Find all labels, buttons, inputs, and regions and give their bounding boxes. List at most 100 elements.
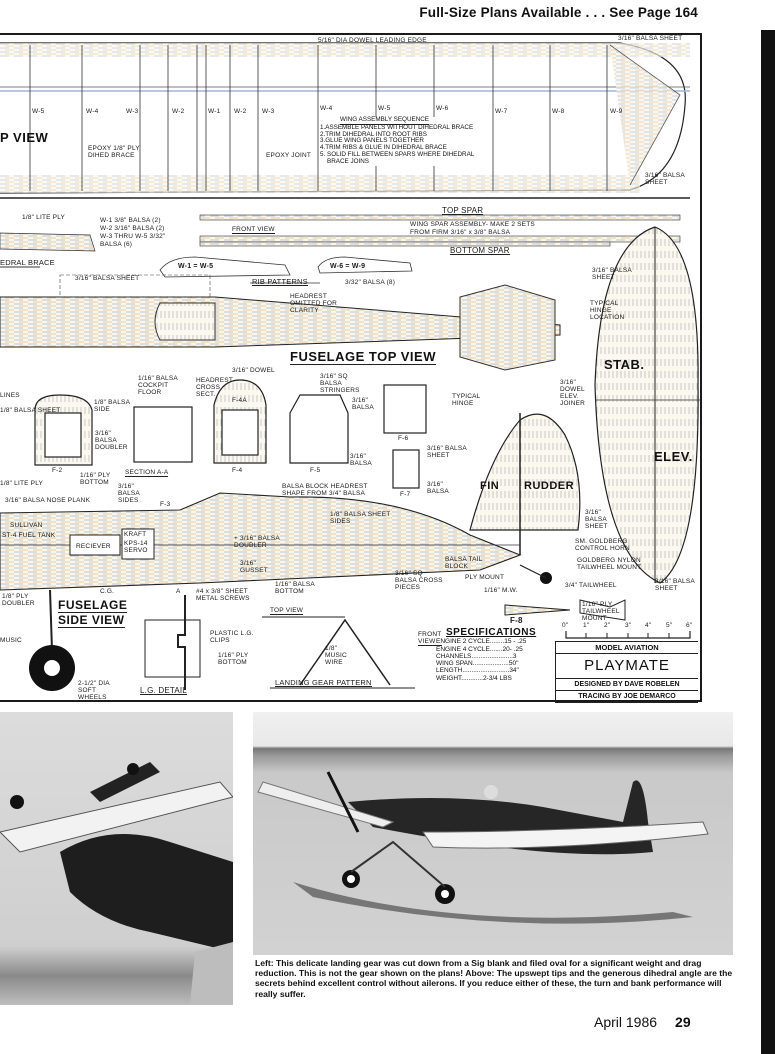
music-wire-label: MUSIC: [0, 637, 22, 644]
sequence-step: 3.GLUE WING PANELS TOGETHER: [320, 137, 424, 145]
section-aa-label: SECTION A-A: [125, 469, 169, 477]
page-header: Full-Size Plans Available . . . See Page…: [419, 5, 698, 20]
f5-label: F-5: [310, 467, 321, 474]
headrest-note: HEADREST OMITTED FOR CLARITY: [290, 293, 337, 314]
wing-top-view-title: P VIEW: [0, 130, 49, 145]
rib-w1-w5: W-1 = W-5: [178, 263, 214, 270]
front-view-label: FRONT VIEW: [232, 226, 275, 234]
spec-row: WEIGHT............2-3/4 LBS: [436, 674, 512, 682]
fin-balsa-label: 3/16" BALSA: [427, 481, 449, 495]
designer: DESIGNED BY DAVE ROBELEN: [556, 679, 698, 691]
servo-label: KPS-14 SERVO: [124, 540, 148, 554]
dihedral-brace-title: EDRAL BRACE: [0, 258, 55, 267]
headrest-cross-label: HEADREST CROSS SECT.: [196, 377, 233, 398]
issue-date: April 1986: [594, 1014, 658, 1030]
scale-tick: 1": [583, 622, 590, 629]
music-wire-label: 1/8" MUSIC WIRE: [325, 645, 347, 666]
fuselage-top-view-title: FUSELAGE TOP VIEW: [290, 349, 436, 365]
rib-patterns: [159, 256, 413, 284]
headrest-block-label: BALSA BLOCK HEADREST SHAPE FROM 3/4" BAL…: [282, 483, 368, 497]
spar-drawings: [0, 214, 681, 268]
section-a-marker: A: [176, 588, 181, 595]
sheet-label-2: 3/16" BALSA SHEET: [645, 172, 685, 186]
lg-clips-label: PLASTIC L.G. CLIPS: [210, 630, 254, 644]
f4-label: F-4: [232, 467, 243, 474]
stab-elevator: [594, 226, 700, 584]
scale-tick: 3": [625, 622, 632, 629]
rib-station: W-3: [262, 108, 275, 115]
rib-station: W-1: [208, 108, 221, 115]
balsa-bottom-label: 1/16" BALSA BOTTOM: [275, 581, 315, 595]
photo-plane-closeup: [0, 762, 233, 1005]
elev-sheet-label: 3/16" BALSA SHEET: [655, 578, 695, 592]
cockpit-floor-label: 1/16" BALSA COCKPIT FLOOR: [138, 375, 178, 396]
sequence-step: BRACE JOINS: [320, 157, 369, 165]
title-block: MODEL AVIATION PLAYMATE DESIGNED BY DAVE…: [555, 641, 698, 703]
sequence-title: WING ASSEMBLY SEQUENCE: [340, 116, 429, 125]
kraft-label: KRAFT: [124, 531, 147, 538]
f8-label: F-8: [510, 616, 523, 625]
sides-label: 3/16" BALSA SIDES: [118, 483, 140, 504]
dowel-label: 5/16" DIA DOWEL LEADING EDGE: [318, 37, 427, 44]
magazine-name: MODEL AVIATION: [556, 642, 698, 654]
sequence-step: 5. SOLID FILL BETWEEN SPARS WHERE DIHEDR…: [320, 150, 475, 158]
rib-station: W-5: [378, 105, 391, 112]
sheet-sides-label: 1/8" BALSA SHEET SIDES: [330, 511, 391, 525]
photo-caption: Left: This delicate landing gear was cut…: [255, 958, 733, 999]
wing-assembly-sequence: WING ASSEMBLY SEQUENCE 1.ASSEMBLE PANELS…: [320, 116, 475, 166]
rudder-title: RUDDER: [524, 480, 575, 492]
lite-ply-label: 1/8" LITE PLY: [22, 214, 66, 221]
rib-station: W-8: [552, 108, 565, 115]
scale-tick: 5": [666, 622, 673, 629]
rib-note: W-2 3/16" BALSA (2): [100, 225, 165, 232]
cg-label: C.G.: [100, 588, 115, 595]
rib-station: W-4: [320, 105, 333, 112]
lines-label: LINES: [0, 392, 20, 399]
specs-title: SPECIFICATIONS: [446, 627, 537, 638]
fuselage-side-view: [0, 492, 552, 691]
tw-ply-mount-label: 1/16" PLY TAILWHEEL MOUNT: [582, 601, 620, 622]
typical-hinge-label: TYPICAL HINGE: [452, 393, 481, 407]
spar-assembly-label-2: FROM FIRM 3/16" x 3/8" BALSA: [410, 229, 511, 236]
cross-pieces-label: 3/16" SQ BALSA CROSS PIECES: [395, 570, 443, 591]
lg-detail: [144, 595, 415, 690]
f7-label: F-7: [400, 491, 411, 498]
side-label: 1/8" BALSA SIDE: [94, 399, 130, 413]
screws-label: #4 x 3/8" SHEET METAL SCREWS: [196, 588, 250, 602]
epoxy-brace-label: EPOXY 1/8" PLY DIHED BRACE: [88, 145, 140, 159]
ply-bottom-label: 1/16" PLY BOTTOM: [218, 652, 249, 666]
scale-bar: [565, 631, 691, 639]
scale-tick: 6": [686, 622, 693, 629]
spec-row: CHANNELS.......................3: [436, 652, 517, 660]
photo-landing-gear: [0, 712, 233, 1005]
rib-station: W-2: [234, 108, 247, 115]
rib-note: W-3 THRU W-5 3/32": [100, 233, 166, 240]
sequence-step: 1.ASSEMBLE PANELS WITHOUT DIHEDRAL BRACE: [320, 123, 474, 131]
scale-tick: 0": [562, 622, 569, 629]
spec-row: LENGTH..........................34": [436, 667, 519, 675]
rib-station: W-5: [32, 108, 45, 115]
lite-ply-label: 1/8" LITE PLY: [0, 480, 44, 487]
hinge-location-label: TYPICAL HINGE LOCATION: [590, 300, 625, 321]
rib-note: W-1 3/8" BALSA (2): [100, 217, 161, 224]
stab-title: STAB.: [604, 357, 645, 372]
rib-w6-w9: W-6 = W-9: [330, 263, 366, 270]
ply-bottom-label: 1/16" PLY BOTTOM: [80, 472, 111, 486]
stab-sheet-label: 3/16" BALSA SHEET: [592, 267, 632, 281]
rib-station: W-6: [436, 105, 449, 112]
tracer: TRACING BY JOE DEMARCO: [578, 693, 676, 700]
model-name: PLAYMATE: [556, 654, 698, 679]
fuse-sheet-label: 3/16" BALSA SHEET: [75, 275, 140, 282]
fin-title: FIN: [480, 480, 500, 492]
scan-edge: [761, 30, 775, 1054]
scale-tick: 4": [645, 622, 652, 629]
tailwheel-mount-label: GOLDBERG NYLON TAILWHEEL MOUNT: [577, 557, 642, 571]
sheet-label: 3/16" BALSA SHEET: [618, 35, 683, 42]
fin-sheet-label: 3/16" BALSA SHEET: [427, 445, 467, 459]
lg-detail-title: L.G. DETAIL: [140, 686, 187, 695]
f4a-label: F-4A: [232, 397, 247, 404]
elev-joiner-label: 3/16" DOWEL ELEV. JOINER: [560, 379, 586, 407]
receiver-label: RECIEVER: [76, 543, 111, 550]
top-spar-label: TOP SPAR: [442, 206, 484, 215]
